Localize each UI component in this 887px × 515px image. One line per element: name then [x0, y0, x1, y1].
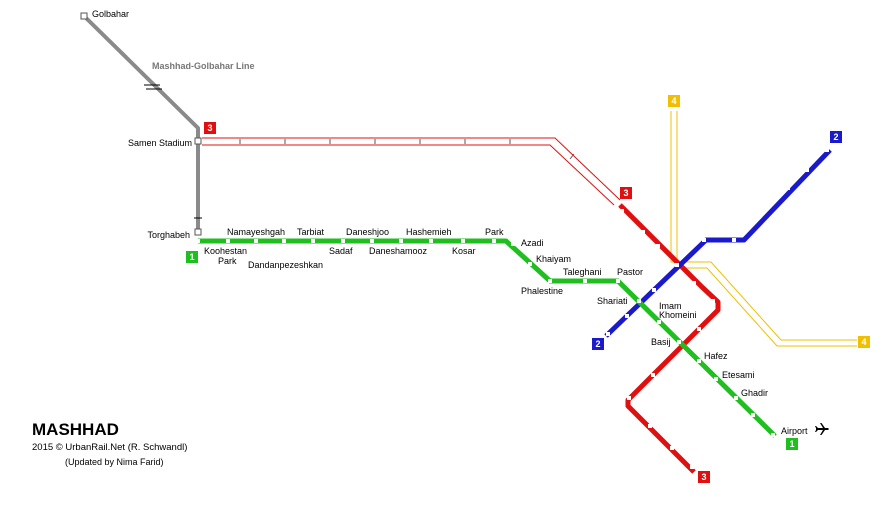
- svg-text:4: 4: [861, 337, 866, 347]
- svg-text:1: 1: [189, 252, 194, 262]
- line-3-planned-route: [202, 137, 621, 206]
- station-pastor: Pastor: [617, 267, 643, 277]
- line-1-badge-east: 1: [786, 438, 798, 450]
- svg-text:1: 1: [789, 439, 794, 449]
- station-taleghani: Taleghani: [563, 267, 602, 277]
- station-markers: [80, 12, 829, 469]
- station-basij: Basij: [651, 337, 671, 347]
- station-samen-stadium: Samen Stadium: [128, 138, 192, 148]
- map-updated-by: (Updated by Nima Farid): [65, 457, 164, 467]
- station-hashemieh: Hashemieh: [406, 227, 452, 237]
- station-kosar: Kosar: [452, 246, 476, 256]
- station-khaiyam: Khaiyam: [536, 254, 571, 264]
- svg-text:3: 3: [623, 188, 628, 198]
- line-3-badge-west: 3: [204, 122, 216, 134]
- station-azadi: Azadi: [521, 238, 544, 248]
- line-1-badge-west: 1: [186, 251, 198, 263]
- svg-text:2: 2: [595, 339, 600, 349]
- station-daneshamooz: Daneshamooz: [369, 246, 428, 256]
- station-golbahar: Golbahar: [92, 9, 129, 19]
- station-torghabeh: Torghabeh: [147, 230, 190, 240]
- line-3-badge-south: 3: [698, 471, 710, 483]
- station-golbahar-marker: [80, 12, 88, 20]
- station-dandanpezeshkan: Dandanpezeshkan: [248, 260, 323, 270]
- map-title: MASHHAD: [32, 420, 119, 439]
- station-phalestine: Phalestine: [521, 286, 563, 296]
- map-credit: 2015 © UrbanRail.Net (R. Schwandl): [32, 442, 187, 453]
- station-namayeshgah: Namayeshgah: [227, 227, 285, 237]
- line-4-route: [670, 111, 857, 347]
- station-hafez: Hafez: [704, 351, 728, 361]
- station-etesami: Etesami: [722, 370, 755, 380]
- golbahar-line-break: [144, 84, 162, 90]
- svg-text:3: 3: [207, 123, 212, 133]
- station-torghabeh-marker: [194, 228, 202, 236]
- line-3-badge-north: 3: [620, 187, 632, 199]
- line-3-planned-ticks: [239, 139, 575, 160]
- station-ghadir: Ghadir: [741, 388, 768, 398]
- golbahar-line: [82, 14, 200, 230]
- line-2-badge-east: 2: [830, 131, 842, 143]
- svg-text:3: 3: [701, 472, 706, 482]
- station-daneshjoo: Daneshjoo: [346, 227, 389, 237]
- station-airport: Airport: [781, 426, 808, 436]
- station-shariati: Shariati: [597, 296, 628, 306]
- svg-text:2: 2: [833, 132, 838, 142]
- airplane-icon: [815, 423, 829, 435]
- line-2-badge-west: 2: [592, 338, 604, 350]
- svg-text:4: 4: [671, 96, 676, 106]
- line-4-badge-east: 4: [858, 336, 870, 348]
- line-badges: 3 3 3 4 4 2 2 1: [186, 95, 870, 483]
- station-samen-stadium-marker: [194, 137, 202, 145]
- station-tarbiat: Tarbiat: [297, 227, 325, 237]
- station-park: Park: [485, 227, 504, 237]
- line-4-badge-north: 4: [668, 95, 680, 107]
- golbahar-line-label: Mashhad-Golbahar Line: [152, 61, 255, 71]
- station-sadaf: Sadaf: [329, 246, 353, 256]
